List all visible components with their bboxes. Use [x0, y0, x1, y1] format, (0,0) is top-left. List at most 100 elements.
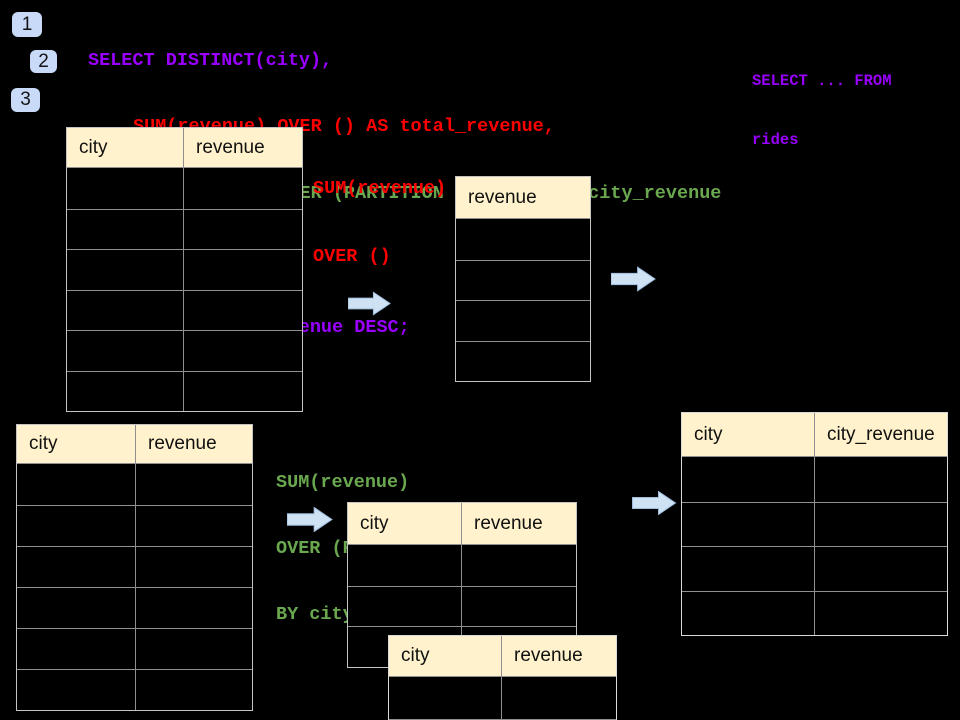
table-source-top: city revenue: [66, 127, 303, 412]
table-cell: [184, 168, 302, 209]
table-final-result: city city_revenue: [681, 412, 948, 636]
table-total-result: revenue: [455, 176, 591, 382]
table-cell: [184, 331, 302, 371]
table-header-row: revenue: [456, 177, 590, 219]
side-note-select-from: SELECT ... FROM rides: [752, 33, 892, 189]
table-cell: [67, 168, 184, 209]
table-partition-overlay: city revenue: [388, 635, 617, 720]
table-row: [389, 677, 616, 719]
table-cell: [462, 587, 576, 627]
table-cell: [682, 591, 815, 635]
column-header-revenue: revenue: [502, 636, 616, 676]
column-header-city: city: [389, 636, 502, 676]
table-cell: [136, 464, 252, 505]
table-row: [17, 546, 252, 587]
annotation-total-revenue: SUM(revenue) OVER (): [313, 133, 446, 313]
table-header-row: city revenue: [67, 128, 302, 168]
table-cell: [502, 677, 616, 719]
table-cell: [67, 371, 184, 411]
table-cell: [184, 210, 302, 250]
table-row: [682, 590, 947, 636]
table-source-bottom: city revenue: [16, 424, 253, 711]
table-cell: [456, 219, 590, 260]
table-row: [67, 168, 302, 209]
table-cell: [682, 547, 815, 591]
table-header-row: city revenue: [348, 503, 576, 545]
table-cell: [815, 547, 947, 591]
annotation-total-line-1: SUM(revenue): [313, 178, 447, 199]
step-badge-3: 3: [11, 88, 40, 112]
arrow-right-icon: [611, 266, 656, 292]
table-row: [67, 249, 302, 290]
column-header-city: city: [348, 503, 462, 544]
table-cell: [389, 677, 502, 719]
table-cell: [17, 506, 136, 546]
table-cell: [67, 290, 184, 330]
table-row: [67, 208, 302, 250]
table-cell: [456, 261, 590, 301]
table-row: [456, 300, 590, 341]
table-cell: [17, 547, 136, 587]
column-header-city: city: [682, 413, 815, 456]
table-header-row: city revenue: [389, 636, 616, 677]
table-cell: [17, 464, 136, 505]
table-cell: [348, 586, 462, 626]
column-header-city-revenue: city_revenue: [815, 413, 947, 456]
column-header-city: city: [67, 128, 184, 167]
sql-line-select: SELECT DISTINCT(city),: [88, 49, 333, 71]
table-cell: [815, 503, 947, 547]
table-cell: [184, 372, 302, 412]
table-header-row: city city_revenue: [682, 413, 947, 457]
table-cell: [456, 342, 590, 382]
step-badge-2: 2: [30, 50, 57, 73]
table-cell: [17, 629, 136, 669]
table-row: [348, 545, 576, 586]
table-cell: [682, 502, 815, 546]
arrow-right-icon: [632, 491, 677, 515]
table-cell: [136, 670, 252, 710]
table-cell: [815, 457, 947, 502]
column-header-revenue: revenue: [456, 177, 590, 218]
table-row: [67, 330, 302, 371]
table-cell: [456, 301, 590, 341]
table-cell: [184, 291, 302, 331]
table-cell: [17, 588, 136, 628]
table-row: [682, 546, 947, 591]
table-cell: [136, 506, 252, 546]
table-row: [682, 501, 947, 547]
arrow-right-icon: [287, 507, 333, 532]
table-cell: [462, 545, 576, 586]
table-cell: [136, 588, 252, 628]
table-cell: [136, 629, 252, 669]
table-cell: [184, 250, 302, 290]
table-cell: [682, 457, 815, 502]
table-header-row: city revenue: [17, 425, 252, 464]
table-row: [17, 505, 252, 546]
annotation-total-line-2: OVER (): [313, 245, 391, 267]
side-note-line-1: SELECT ... FROM: [752, 72, 892, 90]
table-cell: [67, 209, 184, 249]
column-header-city: city: [17, 425, 136, 463]
table-row: [17, 587, 252, 628]
arrow-right-icon: [348, 291, 391, 316]
column-header-revenue: revenue: [184, 128, 302, 167]
table-row: [17, 464, 252, 505]
column-header-revenue: revenue: [136, 425, 252, 463]
table-row: [67, 370, 302, 412]
table-cell: [815, 592, 947, 636]
table-row: [348, 585, 576, 627]
table-row: [456, 340, 590, 382]
table-row: [456, 259, 590, 301]
step-badge-1: 1: [12, 12, 42, 37]
table-row: [67, 289, 302, 331]
table-cell: [67, 331, 184, 371]
table-cell: [348, 545, 462, 586]
table-cell: [67, 250, 184, 290]
annotation-partition-line-1: SUM(revenue): [276, 472, 410, 493]
column-header-revenue: revenue: [462, 503, 576, 544]
table-row: [456, 219, 590, 260]
table-row: [17, 628, 252, 669]
table-row: [682, 457, 947, 502]
table-cell: [17, 670, 136, 710]
